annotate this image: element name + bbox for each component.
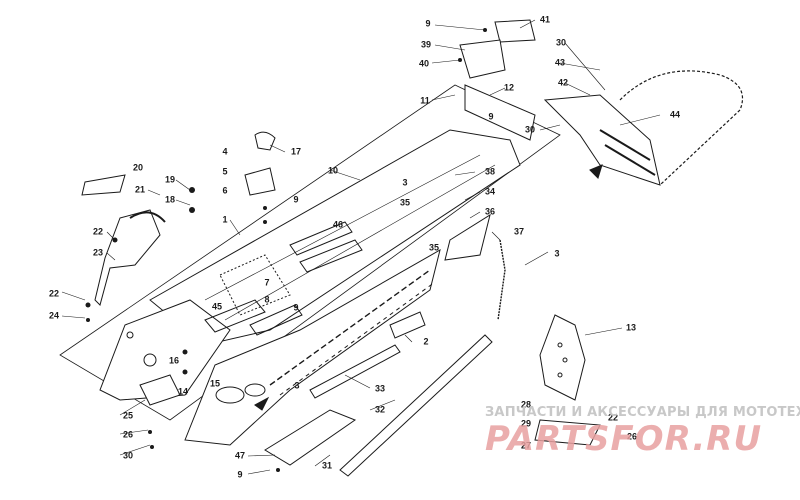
callout-8: 8 bbox=[264, 294, 270, 305]
part-32 bbox=[339, 334, 493, 477]
callout-28: 28 bbox=[520, 399, 532, 410]
callout-32: 32 bbox=[374, 404, 386, 415]
callout-29: 29 bbox=[520, 418, 532, 429]
part-25 bbox=[139, 374, 181, 406]
callout-44: 44 bbox=[669, 109, 681, 120]
callout-17: 17 bbox=[290, 146, 302, 157]
callout-37: 37 bbox=[513, 226, 525, 237]
part-17 bbox=[254, 131, 276, 151]
callout-22-c: 22 bbox=[607, 412, 619, 423]
callout-9-b: 9 bbox=[488, 111, 494, 122]
callout-39: 39 bbox=[420, 39, 432, 50]
watermark-tagline: ЗАПЧАСТИ И АКСЕССУАРЫ ДЛЯ МОТОТЕХНИКИ bbox=[485, 405, 800, 420]
bracket-39 bbox=[459, 39, 506, 79]
part-13 bbox=[539, 314, 586, 401]
callout-30-mid: 30 bbox=[524, 124, 536, 135]
part-36 bbox=[444, 213, 491, 261]
callout-23: 23 bbox=[92, 247, 104, 258]
callout-22-b: 22 bbox=[48, 288, 60, 299]
grip-pad-46 bbox=[289, 221, 353, 256]
left-side-panel bbox=[99, 299, 231, 401]
taillight-housing bbox=[543, 94, 661, 186]
callout-26-a: 26 bbox=[122, 429, 134, 440]
part-6 bbox=[244, 167, 276, 196]
part-23 bbox=[94, 209, 161, 306]
callout-19: 19 bbox=[164, 174, 176, 185]
callout-11: 11 bbox=[420, 95, 430, 106]
callout-33: 33 bbox=[374, 383, 386, 394]
rear-bracket bbox=[464, 84, 536, 141]
callout-12: 12 bbox=[503, 82, 515, 93]
part-37-chain bbox=[497, 239, 506, 321]
callout-24: 24 bbox=[48, 310, 60, 321]
callout-22-a: 22 bbox=[92, 226, 104, 237]
callout-18: 18 bbox=[164, 194, 176, 205]
callout-41: 41 bbox=[539, 14, 551, 25]
callout-30-bottom: 30 bbox=[122, 450, 134, 461]
part-47 bbox=[264, 409, 357, 466]
callout-14: 14 bbox=[177, 386, 189, 397]
callout-46: 46 bbox=[332, 219, 344, 230]
callout-43: 43 bbox=[554, 57, 566, 68]
callout-3-a: 3 bbox=[402, 177, 408, 188]
callout-36: 36 bbox=[484, 206, 496, 217]
callout-31: 31 bbox=[321, 460, 333, 471]
callout-35-b: 35 bbox=[428, 242, 440, 253]
callout-2: 2 bbox=[423, 336, 429, 347]
callout-21: 21 bbox=[134, 184, 146, 195]
callout-16: 16 bbox=[168, 355, 180, 366]
callout-38: 38 bbox=[484, 166, 496, 177]
callout-27: 27 bbox=[520, 440, 532, 451]
callout-9-c: 9 bbox=[293, 194, 299, 205]
callout-35-a: 35 bbox=[399, 197, 411, 208]
callout-30-top: 30 bbox=[555, 37, 567, 48]
callout-7: 7 bbox=[264, 277, 270, 288]
callout-9-d: 9 bbox=[293, 302, 299, 313]
callout-40: 40 bbox=[418, 58, 430, 69]
part-20 bbox=[81, 174, 126, 196]
callout-10: 10 bbox=[327, 165, 339, 176]
mesh-grid bbox=[219, 254, 291, 316]
grip-pad-45 bbox=[204, 299, 266, 333]
part-2 bbox=[389, 311, 426, 339]
callout-25: 25 bbox=[122, 410, 134, 421]
callout-34: 34 bbox=[484, 186, 496, 197]
callout-47: 47 bbox=[234, 450, 246, 461]
callout-3-b: 3 bbox=[554, 248, 560, 259]
callout-5: 5 bbox=[222, 166, 228, 177]
watermark-logo: PARTSFOR.RU bbox=[485, 419, 762, 458]
callout-9-bottom: 9 bbox=[237, 469, 243, 480]
callout-13: 13 bbox=[625, 322, 637, 333]
callout-15: 15 bbox=[209, 378, 221, 389]
part-33 bbox=[309, 344, 401, 399]
callout-26-b: 26 bbox=[626, 431, 638, 442]
callout-20: 20 bbox=[132, 162, 144, 173]
callout-45: 45 bbox=[211, 301, 223, 312]
callout-1: 1 bbox=[222, 214, 228, 225]
callout-4: 4 bbox=[222, 146, 228, 157]
callout-42: 42 bbox=[557, 77, 569, 88]
callout-9-top: 9 bbox=[425, 18, 431, 29]
part-27-plate bbox=[534, 419, 601, 446]
running-board bbox=[184, 248, 441, 446]
callout-6: 6 bbox=[222, 185, 228, 196]
callout-3-c: 3 bbox=[294, 380, 300, 391]
watermark-logo-text: PARTSFOR.RU bbox=[485, 419, 762, 458]
running-board-holes bbox=[269, 269, 431, 386]
